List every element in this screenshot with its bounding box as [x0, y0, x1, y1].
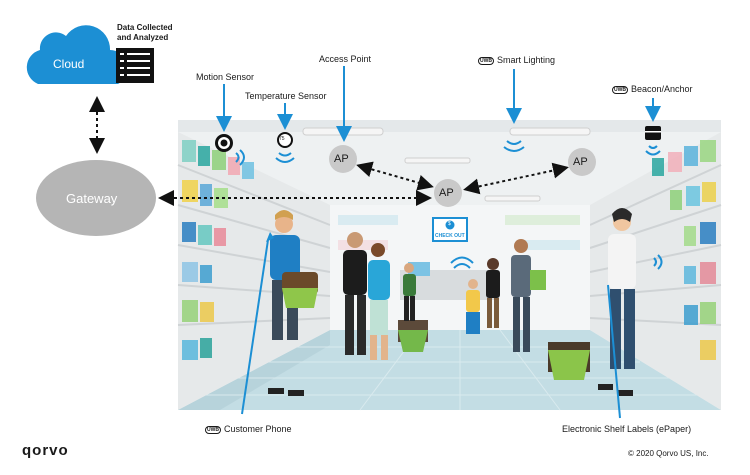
cloud-label: Cloud [53, 57, 85, 71]
smart-lighting-text: Smart Lighting [496, 55, 555, 65]
access-point-node-1 [329, 145, 357, 173]
shelf-label-waves-icon [653, 254, 663, 270]
uwb-badge: UWB [478, 56, 494, 65]
access-point-node-3 [568, 148, 596, 176]
ap2-ap3-link [463, 162, 569, 195]
qorvo-logo: qorvo [22, 442, 69, 459]
temperature-sensor-icon [275, 132, 295, 163]
beacon-anchor-icon [645, 126, 661, 156]
copyright-text: © 2020 Qorvo US, Inc. [628, 449, 709, 458]
access-point-1-label: AP [334, 153, 349, 165]
shoppers [268, 208, 636, 396]
customer-phone-text: Customer Phone [223, 424, 292, 434]
temperature-sensor-label: Temperature Sensor [245, 91, 327, 101]
gateway-node [36, 160, 156, 236]
temperature-value: 75 [279, 136, 285, 142]
access-point-3-label: AP [573, 156, 588, 168]
shelf-label-pointer [607, 284, 621, 419]
right-shelves [589, 132, 722, 410]
uwb-badge: UWB [612, 85, 628, 94]
electronic-shelf-labels-label: Electronic Shelf Labels (ePaper) [562, 424, 692, 434]
customer-figure-left [268, 210, 318, 396]
access-point-waves-icon [450, 256, 474, 269]
customer-phone-pointer [241, 239, 269, 415]
ap1-ap2-link [356, 161, 434, 191]
beacon-anchor-text: Beacon/Anchor [630, 84, 693, 94]
data-collected-label: Data Collected [117, 23, 173, 32]
cloud-icon [26, 25, 128, 84]
and-analyzed-label: and Analyzed [117, 33, 169, 42]
access-point-label: Access Point [319, 54, 372, 64]
access-point-node-2 [434, 179, 462, 207]
gateway-label: Gateway [66, 191, 118, 206]
checkout-symbol: $ [448, 221, 451, 227]
smart-lighting-waves-icon [503, 140, 525, 152]
checkout-label: CHECK OUT [435, 233, 465, 239]
uwb-badge: UWB [205, 425, 221, 434]
access-point-2-label: AP [439, 187, 454, 199]
motion-sensor-label: Motion Sensor [196, 72, 255, 82]
server-rack-icon [116, 48, 154, 83]
motion-sensor-icon [215, 134, 245, 166]
checkout-sign [432, 217, 468, 242]
